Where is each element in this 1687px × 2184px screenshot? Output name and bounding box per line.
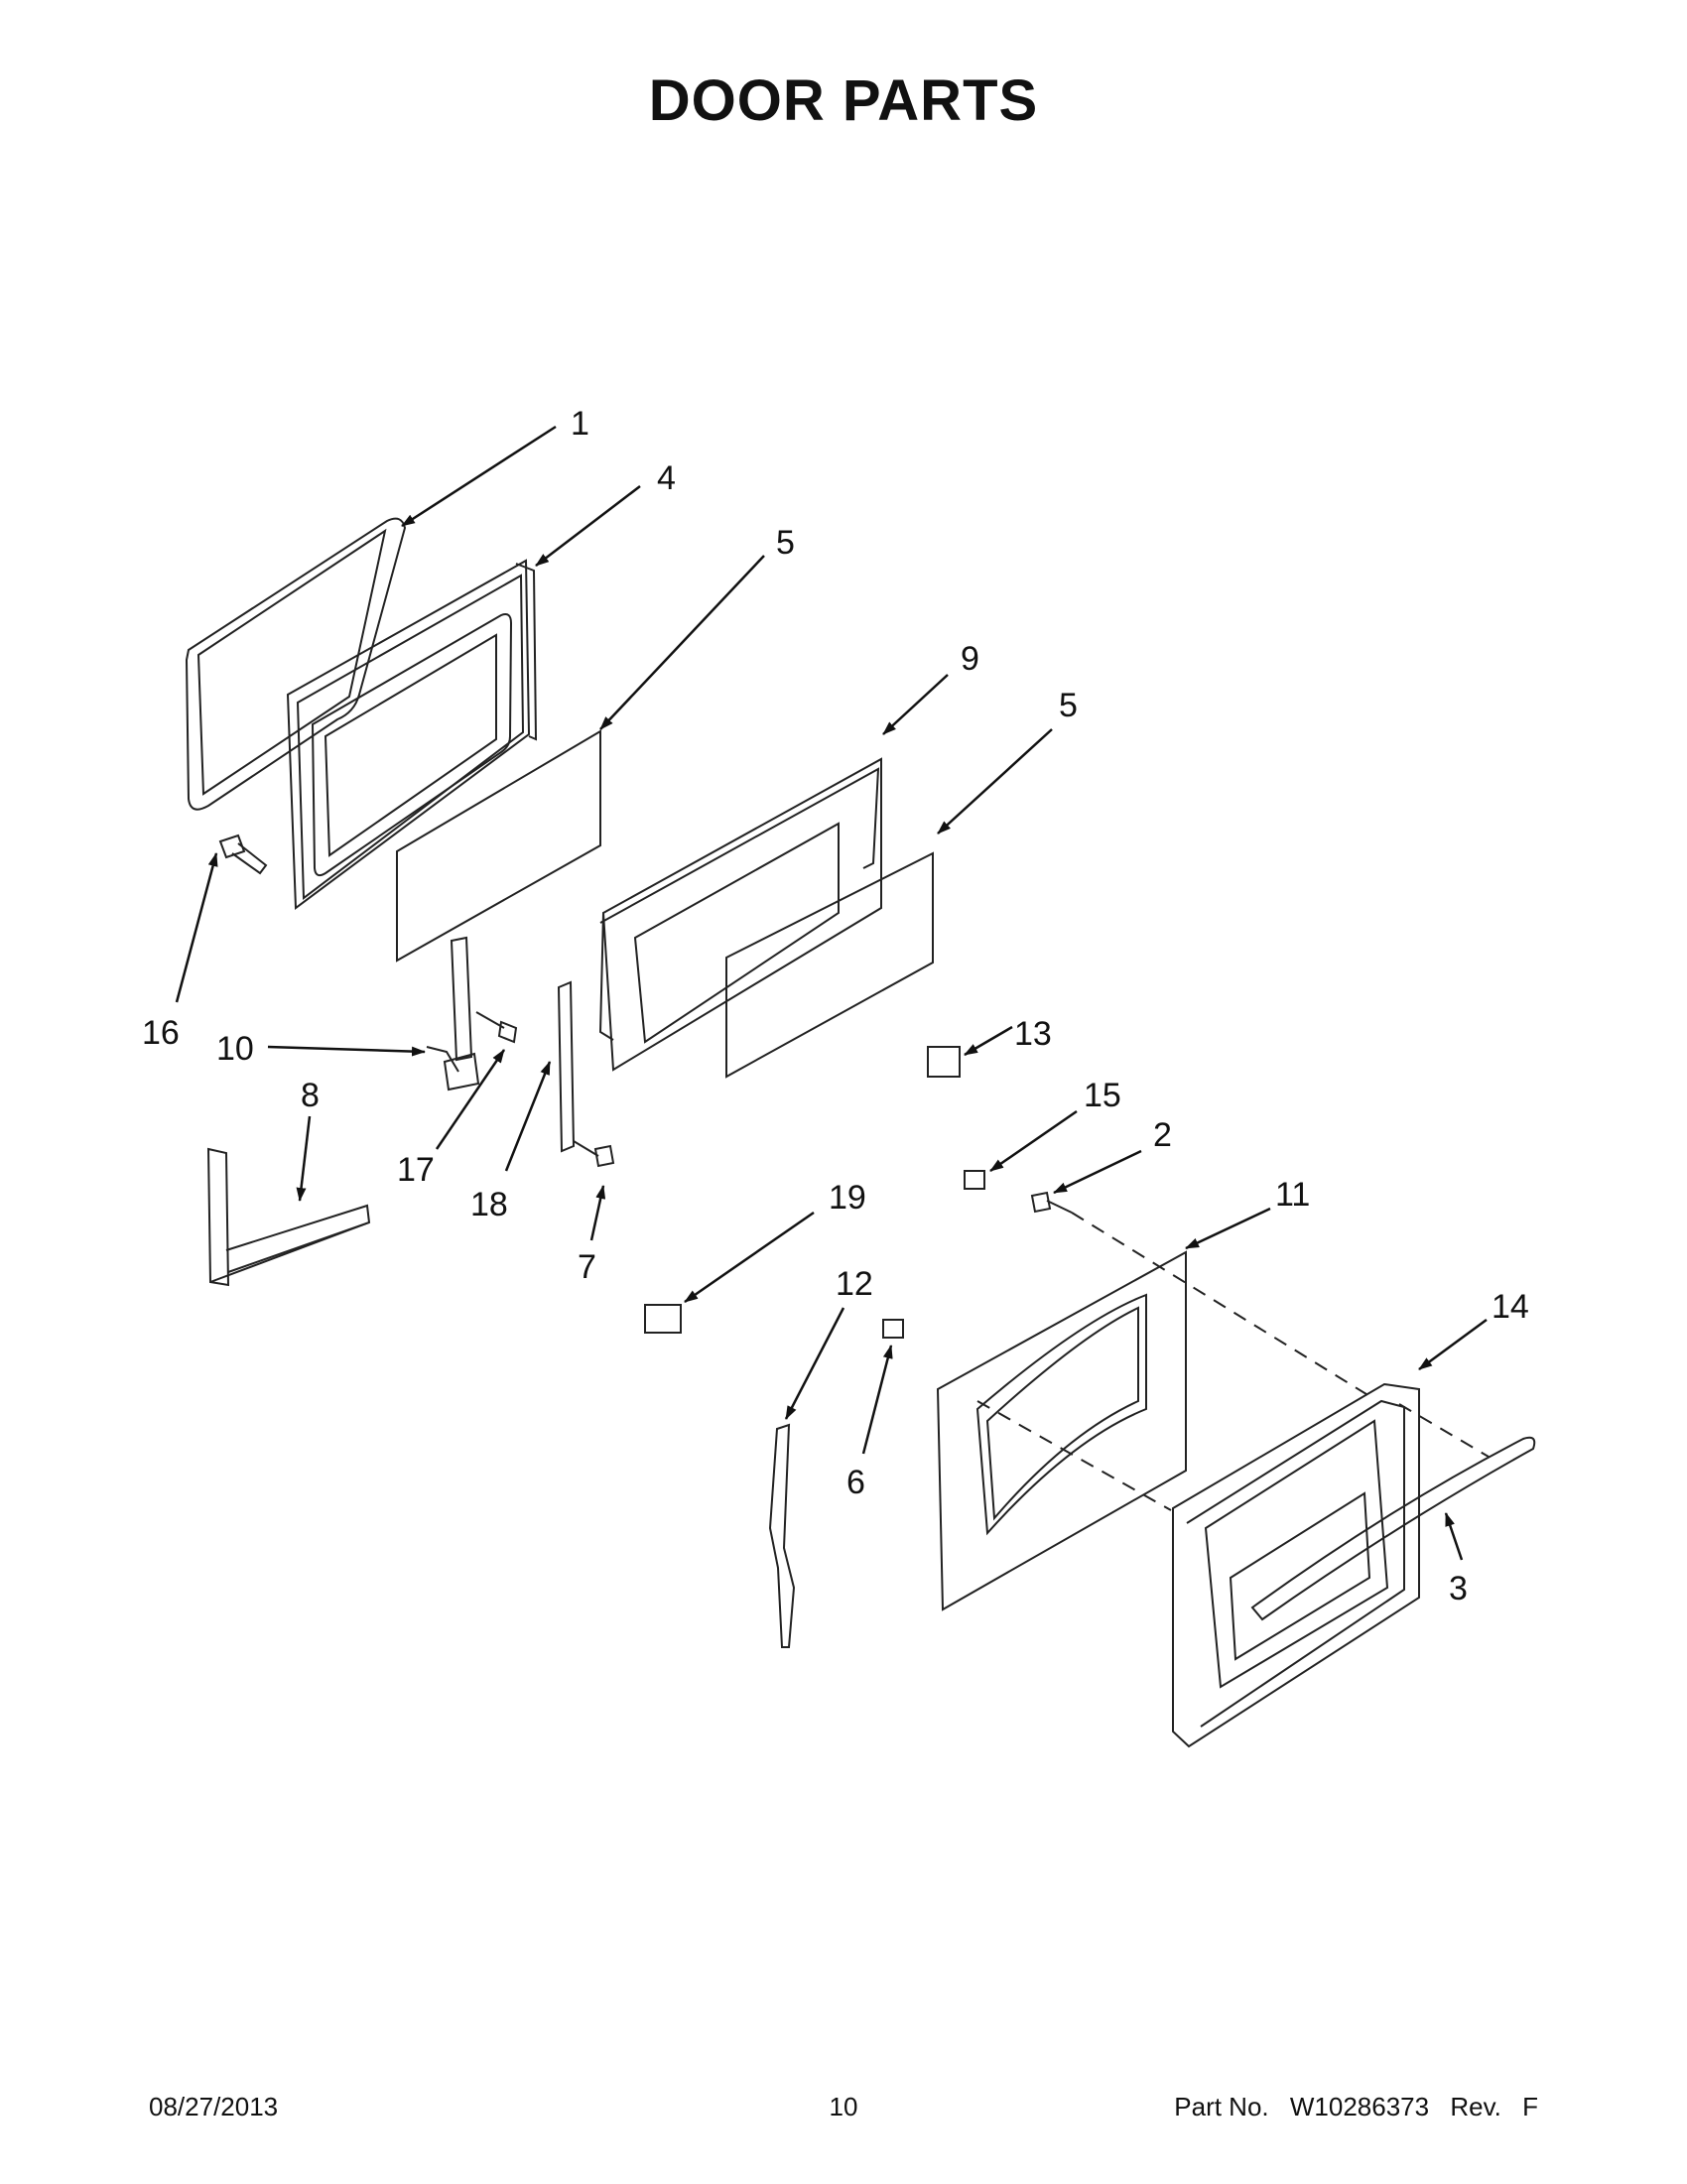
leader-13	[964, 1025, 1013, 1057]
callout-4: 4	[657, 459, 676, 497]
callout-9: 9	[961, 640, 979, 678]
callout-13: 13	[1014, 1015, 1052, 1053]
callout-18: 18	[470, 1186, 508, 1223]
revision-value: F	[1522, 2092, 1538, 2121]
assembly-alignment-lines	[976, 1212, 1490, 1511]
leader-18	[504, 1061, 552, 1172]
part-10-door-hinge	[426, 936, 480, 1092]
leader-5-lower	[937, 728, 1053, 835]
footer-page-number: 10	[829, 2092, 858, 2121]
callout-6: 6	[846, 1464, 865, 1501]
leader-19	[684, 1211, 815, 1304]
part-13-door-bumper	[927, 1046, 961, 1078]
part-16-screw	[218, 834, 268, 875]
part-5-door-glass-upper	[396, 729, 601, 963]
part-5-door-glass-lower	[725, 851, 934, 1079]
footer-date: 08/27/2013	[149, 2092, 279, 2121]
leader-11	[1185, 1207, 1271, 1250]
part-8-vent-baffle	[206, 1147, 371, 1287]
part-9-glass-pack-frame	[598, 757, 882, 1072]
leader-2	[1053, 1149, 1142, 1195]
part-2-screw	[1030, 1191, 1073, 1214]
callout-17: 17	[397, 1151, 435, 1189]
part-1-door-gasket	[185, 517, 407, 811]
leader-9	[882, 674, 949, 735]
leader-6	[861, 1345, 893, 1455]
leader-4	[535, 485, 641, 567]
part-14-outer-door-panel	[1172, 1382, 1420, 1748]
callout-5-upper: 5	[776, 524, 795, 562]
leader-12	[784, 1307, 845, 1420]
revision-label: Rev.	[1450, 2092, 1501, 2121]
leader-14	[1418, 1318, 1488, 1371]
leader-3	[1444, 1512, 1464, 1561]
leader-17	[435, 1049, 506, 1150]
callout-12: 12	[836, 1265, 873, 1303]
callout-7: 7	[578, 1248, 596, 1286]
part-number-value: W10286373	[1289, 2092, 1430, 2121]
leader-10	[267, 1045, 426, 1057]
leader-5-upper	[599, 555, 765, 730]
leader-16	[175, 852, 218, 1003]
page-title: DOOR PARTS	[648, 68, 1039, 133]
callout-2: 2	[1153, 1116, 1172, 1154]
part-4-inner-door-panel	[286, 559, 538, 910]
callout-19: 19	[829, 1179, 866, 1217]
callout-16: 16	[142, 1014, 180, 1052]
part-7-screw	[573, 1140, 615, 1168]
callout-10: 10	[216, 1030, 254, 1068]
part-number-label: Part No.	[1174, 2092, 1269, 2121]
callout-5-lower: 5	[1059, 687, 1078, 724]
part-11-inner-glass-panel	[936, 1250, 1187, 1611]
part-18-side-trim	[557, 980, 576, 1153]
leader-1	[401, 425, 557, 528]
leader-7	[589, 1185, 606, 1241]
part-6-spacer	[882, 1319, 904, 1339]
callout-11: 11	[1275, 1176, 1310, 1214]
callout-3: 3	[1449, 1570, 1468, 1607]
part-12-wire-shield	[768, 1423, 796, 1648]
part-15-nut	[964, 1170, 985, 1190]
callout-15: 15	[1084, 1077, 1121, 1114]
callout-8: 8	[301, 1077, 320, 1114]
part-19-clip	[644, 1304, 682, 1334]
footer-part-info: Part No. W10286373 Rev. F	[1174, 2092, 1538, 2122]
callout-14: 14	[1492, 1288, 1529, 1326]
leader-8	[296, 1115, 312, 1202]
part-3-door-handle	[1250, 1436, 1536, 1621]
part-17-screw	[475, 1011, 518, 1044]
callout-1: 1	[571, 405, 589, 443]
leader-15	[989, 1109, 1078, 1173]
